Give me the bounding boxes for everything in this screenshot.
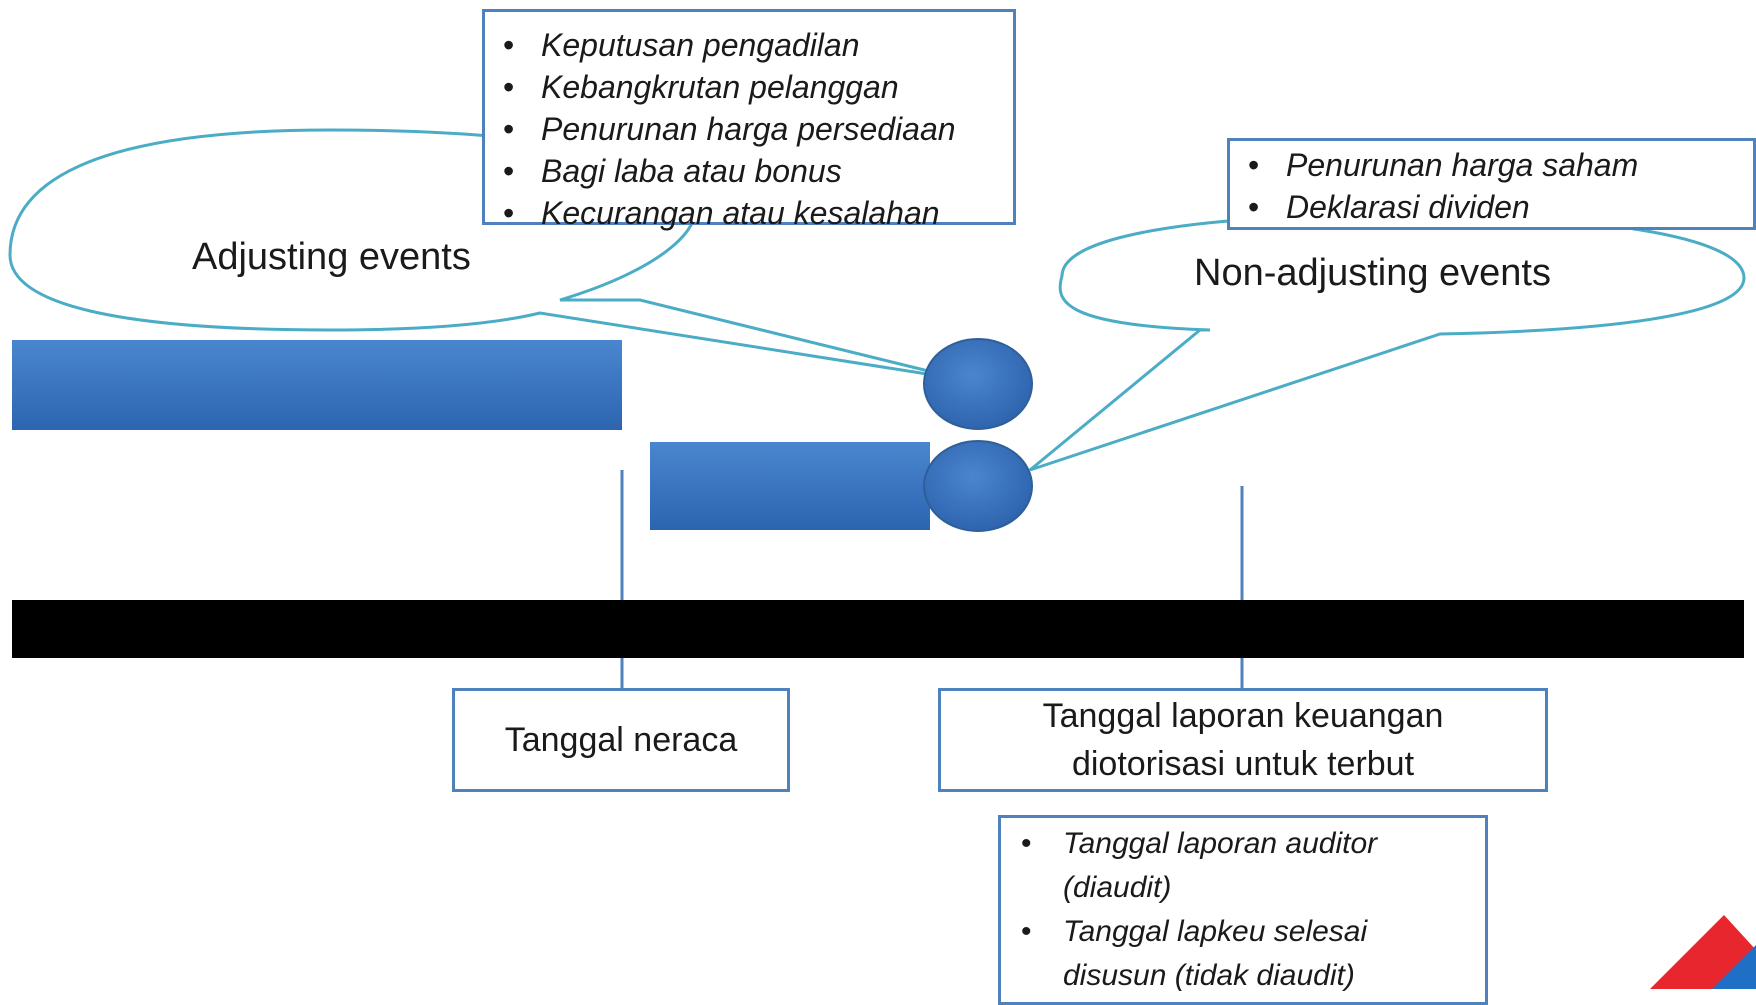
timeline-bar [12, 600, 1744, 658]
adjusting-example-item: Keputusan pengadilan [485, 24, 1013, 66]
adjusting-example-item: Bagi laba atau bonus [485, 150, 1013, 192]
non-adjusting-example-item: Deklarasi dividen [1230, 186, 1753, 228]
pre-balance-sheet-bar [12, 340, 622, 430]
non-adjusting-events-label: Non-adjusting events [1194, 252, 1551, 294]
balance-sheet-date-box: Tanggal neraca [452, 688, 790, 792]
authorization-date-label-line1: Tanggal laporan keuangan [1042, 697, 1444, 735]
authorization-date-label-line2: diotorisasi untuk terbut [1071, 745, 1415, 783]
non-adjusting-examples-box: Penurunan harga saham Deklarasi dividen [1227, 138, 1756, 230]
adjusting-examples-box: Keputusan pengadilan Kebangkrutan pelang… [482, 9, 1016, 234]
corner-logo-blue [1712, 945, 1756, 989]
adjusting-event-circle [923, 338, 1033, 430]
non-adjusting-example-item: Penurunan harga saham [1230, 144, 1753, 186]
adjusting-events-label: Adjusting events [192, 236, 471, 278]
authorization-example-item: Tanggal lapkeu selesai disusun (tidak di… [1001, 910, 1477, 998]
balance-sheet-date-label: Tanggal neraca [504, 721, 738, 759]
adjusting-example-item: Kecurangan atau kesalahan [485, 192, 1013, 234]
non-adjusting-event-circle [923, 440, 1033, 532]
authorization-example-item: Tanggal laporan auditor (diaudit) [1001, 822, 1477, 910]
adjusting-example-item: Kebangkrutan pelanggan [485, 66, 1013, 108]
adjusting-example-item: Penurunan harga persediaan [485, 108, 1013, 150]
subsequent-period-bar [650, 442, 930, 530]
corner-logo-red [1650, 915, 1756, 989]
authorization-date-box: Tanggal laporan keuangan diotorisasi unt… [938, 688, 1548, 792]
authorization-examples-box: Tanggal laporan auditor (diaudit) Tangga… [998, 815, 1488, 1005]
